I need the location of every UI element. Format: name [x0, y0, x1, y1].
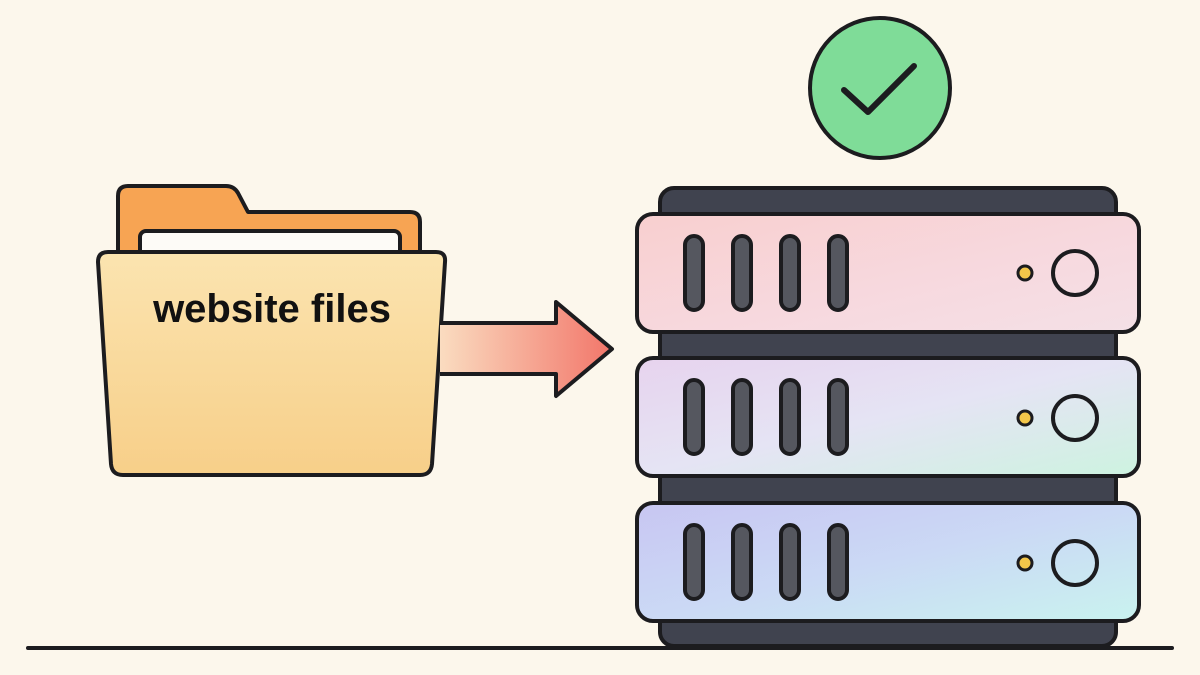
vent-slots [683, 234, 849, 312]
status-led [1016, 409, 1034, 427]
folder-icon: website files [96, 184, 448, 477]
status-led [1016, 554, 1034, 572]
folder-front [96, 250, 448, 477]
folder-label: website files [152, 287, 391, 331]
server-unit-1 [635, 212, 1141, 334]
checkmark-icon [808, 16, 952, 160]
power-button [1051, 394, 1099, 442]
power-button [1051, 539, 1099, 587]
power-button [1051, 249, 1099, 297]
server-unit-3 [635, 501, 1141, 623]
server-rack-icon [635, 186, 1141, 648]
vent-slots [683, 378, 849, 456]
arrow-right-icon [440, 300, 614, 398]
vent-slots [683, 523, 849, 601]
status-led [1016, 264, 1034, 282]
server-unit-2 [635, 356, 1141, 478]
